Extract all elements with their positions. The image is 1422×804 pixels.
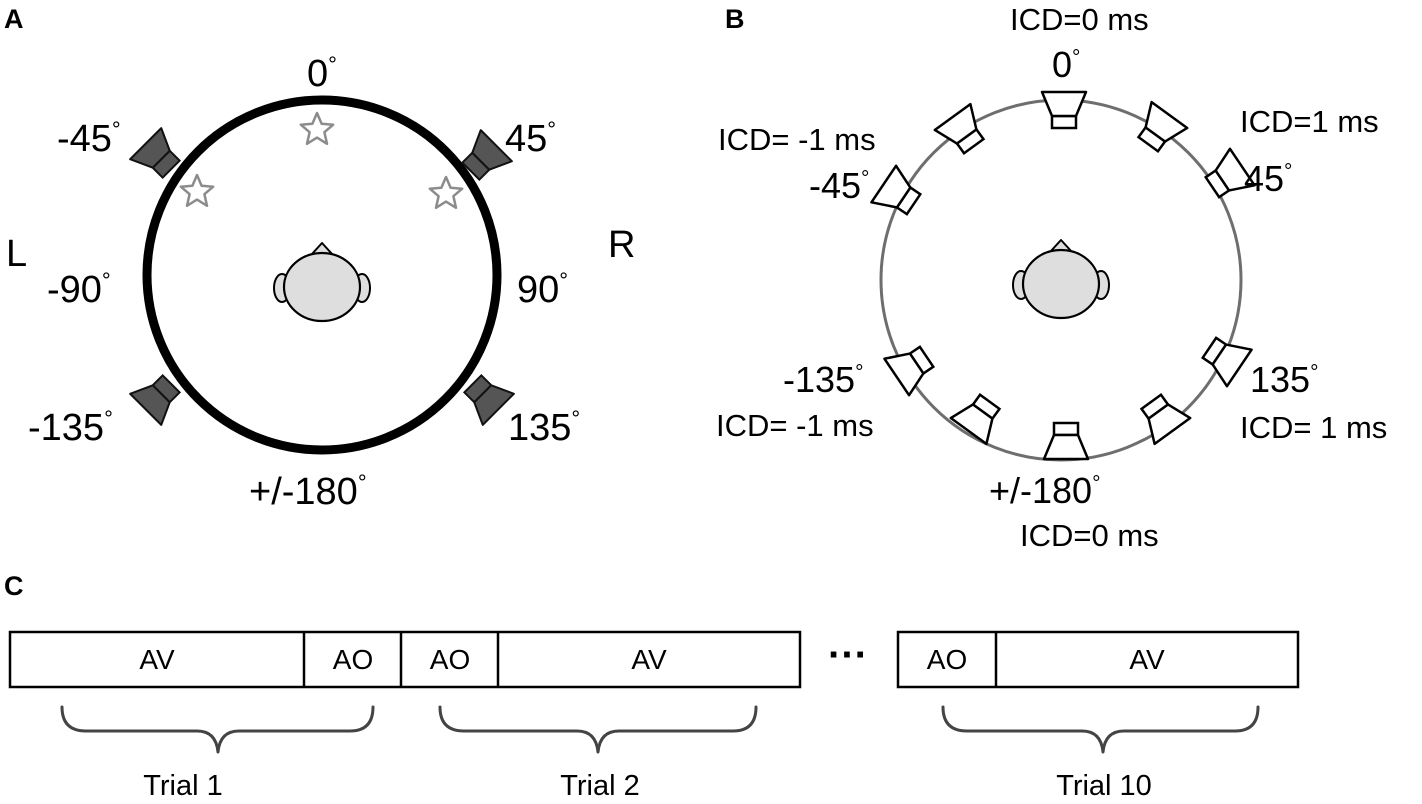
icd-label: ICD=0 ms — [1020, 518, 1159, 553]
angle-label: +/-180° — [249, 470, 367, 513]
listener-head — [272, 241, 372, 323]
sequence-bar — [896, 630, 1300, 689]
trial-label: Trial 10 — [1056, 770, 1152, 802]
speaker-m157 — [949, 387, 1009, 446]
trial-sequence-block-1: AV AO AO AV — [8, 630, 802, 689]
panel-label-a: A — [4, 4, 24, 34]
angle-label: 135° — [508, 406, 580, 449]
segment-label: AV — [139, 644, 175, 675]
angle-label: 45° — [1244, 158, 1292, 199]
icd-label: ICD=1 ms — [1240, 104, 1379, 139]
angle-label: 0° — [1052, 44, 1080, 85]
angle-label: 90° — [517, 268, 568, 311]
panel-label-c: C — [4, 571, 24, 601]
side-label-right: R — [608, 224, 635, 266]
speaker-m45 — [870, 164, 928, 224]
angle-label: 45° — [505, 117, 556, 160]
bracket — [60, 705, 375, 754]
star-icon — [179, 173, 215, 208]
speaker-m22 — [933, 102, 993, 161]
icd-label: ICD= -1 ms — [718, 122, 876, 157]
listener-head — [1011, 238, 1111, 320]
trial-label: Trial 2 — [560, 770, 640, 802]
angle-label: -90° — [47, 268, 111, 311]
angle-label: +/-180° — [989, 470, 1100, 511]
icd-label: ICD= 1 ms — [1240, 410, 1387, 445]
stars — [179, 111, 464, 210]
speaker-0 — [1040, 90, 1088, 130]
panel-label-b: B — [725, 4, 745, 34]
segment-label: AO — [333, 644, 373, 675]
speaker-157 — [1132, 387, 1192, 446]
speaker-135 — [1195, 328, 1253, 388]
panel-a: A 0° -45° 45° -90° 90° -135° 135° +/-180… — [4, 4, 635, 513]
ellipsis: ··· — [828, 633, 868, 677]
trial-label: Trial 1 — [143, 770, 223, 802]
trial-sequence-block-2: AO AV — [896, 630, 1300, 689]
segment-label: AO — [430, 644, 470, 675]
panel-c: C AV AO AO AV ··· AO AV Trial 1 Trial 2 … — [4, 571, 1300, 802]
segment-label: AV — [631, 644, 667, 675]
trial-brackets — [60, 705, 1260, 754]
panel-b: B ICD=0 ms 0° ICD= -1 ms -45° ICD=1 ms 4… — [716, 2, 1387, 553]
star-icon — [299, 111, 335, 146]
angle-label: 0° — [307, 52, 337, 95]
segment-label: AV — [1129, 644, 1165, 675]
angle-label: -45° — [809, 165, 869, 206]
angle-label: -45° — [57, 117, 121, 160]
angle-label: -135° — [783, 359, 863, 400]
angle-label: -135° — [28, 406, 113, 449]
speaker-22 — [1129, 100, 1189, 159]
listening-circle — [142, 95, 502, 455]
speaker-180 — [1042, 421, 1090, 461]
star-icon — [428, 175, 464, 210]
sequence-bar — [8, 630, 802, 689]
icd-label: ICD= -1 ms — [716, 408, 874, 443]
bracket — [438, 705, 758, 754]
icd-label: ICD=0 ms — [1010, 2, 1149, 37]
side-label-left: L — [6, 233, 27, 275]
segment-label: AO — [927, 644, 967, 675]
bracket — [941, 705, 1260, 754]
angle-label: 135° — [1250, 359, 1318, 400]
